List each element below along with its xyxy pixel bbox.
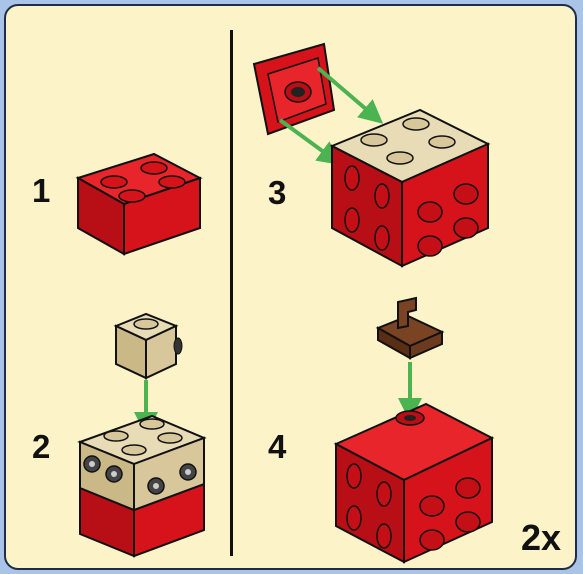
column-divider (230, 30, 233, 556)
step3-cube (329, 108, 491, 268)
step2-tan-brick (113, 312, 183, 380)
step4-cube (333, 402, 495, 564)
step-number-4: 4 (268, 428, 287, 465)
step3-red-tile (252, 42, 336, 136)
instruction-artwork (75, 42, 495, 564)
step-number-1: 1 (32, 172, 51, 209)
quantity-multiplier: 2x (520, 517, 561, 558)
step2-assembly (77, 414, 207, 558)
step3-arrow-right (316, 66, 384, 124)
step-number-2: 2 (32, 428, 51, 465)
instruction-panel: 1 2 3 4 2x (4, 4, 577, 570)
step3-arrow-left (278, 118, 342, 166)
step-number-3: 3 (268, 174, 287, 211)
step1-red-brick (75, 152, 203, 256)
step4-brown-clip (375, 296, 445, 360)
